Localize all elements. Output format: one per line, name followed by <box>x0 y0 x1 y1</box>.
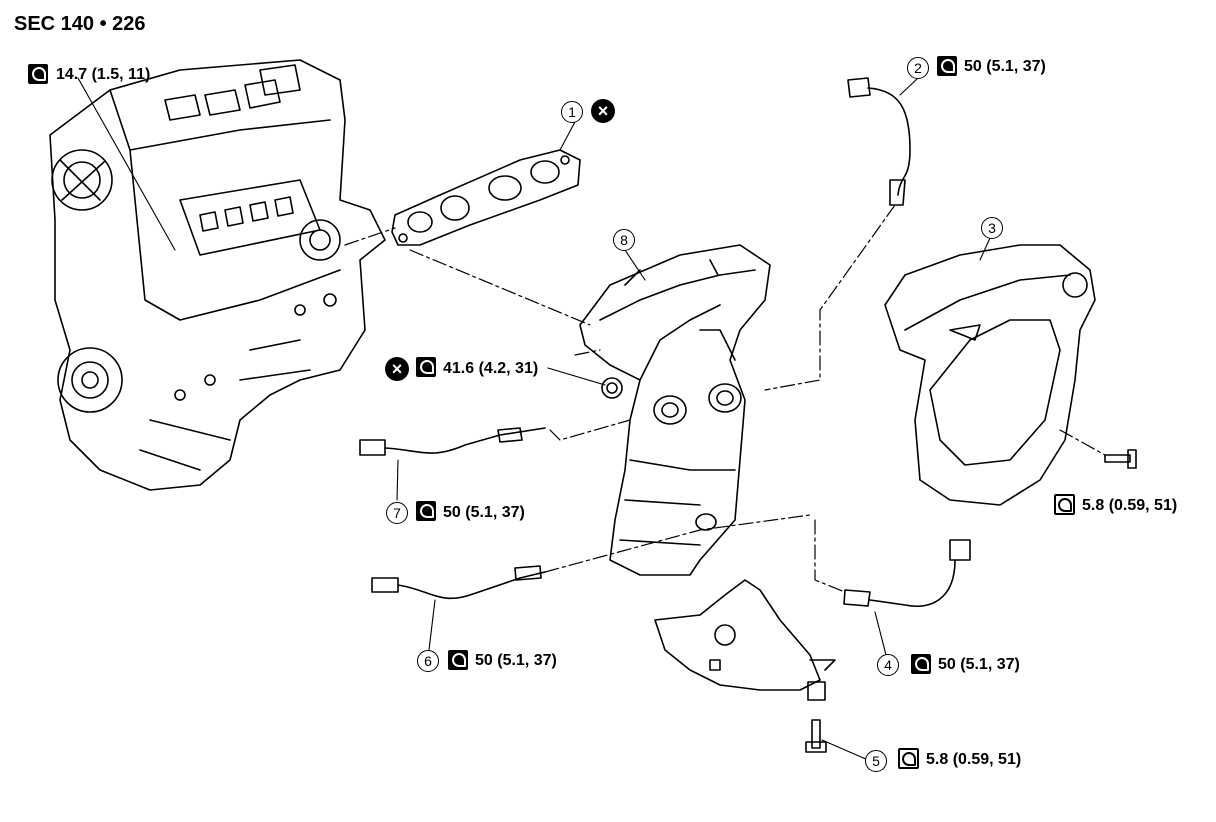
callout-8: 8 <box>613 229 635 251</box>
torque-label-stud: 14.7 (1.5, 11) <box>56 66 151 83</box>
manifold-gasket <box>391 149 581 246</box>
callout-7: 7 <box>386 502 408 524</box>
heat-insulator-art <box>884 244 1096 506</box>
torque-label-6: 50 (5.1, 37) <box>475 652 557 669</box>
torque-wrench-icon <box>1054 494 1075 515</box>
callout-5: 5 <box>865 750 887 772</box>
torque-label-5: 5.8 (0.59, 51) <box>926 751 1022 768</box>
torque-wrench-icon <box>416 357 436 377</box>
callout-6: 6 <box>417 650 439 672</box>
section-title: SEC 140 • 226 <box>14 13 146 35</box>
manifold-body <box>579 244 771 576</box>
callout-1: 1 <box>561 101 583 123</box>
assembly-lines <box>344 204 1106 593</box>
callout-3: 3 <box>981 217 1003 239</box>
callout-4: 4 <box>877 654 899 676</box>
engine-block <box>49 59 386 491</box>
do-not-reuse-icon: × <box>591 99 615 123</box>
callout-2: 2 <box>907 57 929 79</box>
torque-label-7: 50 (5.1, 37) <box>443 504 525 521</box>
torque-wrench-icon <box>28 64 48 84</box>
torque-wrench-icon <box>898 748 919 769</box>
support-bracket <box>654 579 836 753</box>
torque-wrench-icon <box>937 56 957 76</box>
torque-wrench-icon <box>911 654 931 674</box>
leader-lines <box>77 77 991 761</box>
torque-label-4: 50 (5.1, 37) <box>938 656 1020 673</box>
torque-wrench-icon <box>448 650 468 670</box>
torque-wrench-icon <box>416 501 436 521</box>
sensor-art <box>359 77 1137 607</box>
do-not-reuse-icon: × <box>385 357 409 381</box>
torque-label-insulator: 5.8 (0.59, 51) <box>1082 497 1178 514</box>
torque-label-nut: 41.6 (4.2, 31) <box>443 360 539 377</box>
torque-label-2: 50 (5.1, 37) <box>964 58 1046 75</box>
